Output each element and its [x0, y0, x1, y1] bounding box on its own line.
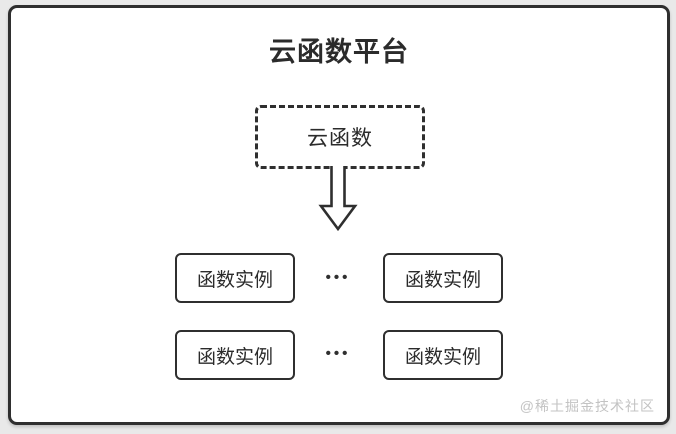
- ellipsis-row1: •••: [325, 269, 351, 286]
- platform-box: 云函数平台 云函数 函数实例 ••• 函数实例 函数实例 ••• 函数实例 @稀…: [8, 5, 670, 425]
- function-instance-box: 函数实例: [383, 253, 503, 303]
- ellipsis-row2: •••: [325, 345, 351, 362]
- down-arrow-icon: [318, 166, 358, 232]
- function-instance-box: 函数实例: [175, 253, 295, 303]
- cloud-function-box: 云函数: [255, 105, 425, 169]
- watermark: @稀土掘金技术社区: [519, 398, 655, 414]
- cloud-function-label: 云函数: [307, 127, 373, 150]
- function-instance-label: 函数实例: [196, 346, 273, 368]
- function-instance-label: 函数实例: [196, 269, 273, 291]
- function-instance-box: 函数实例: [175, 330, 295, 380]
- platform-title: 云函数平台: [269, 37, 409, 67]
- function-instance-label: 函数实例: [404, 269, 481, 291]
- function-instance-box: 函数实例: [383, 330, 503, 380]
- function-instance-label: 函数实例: [404, 346, 481, 368]
